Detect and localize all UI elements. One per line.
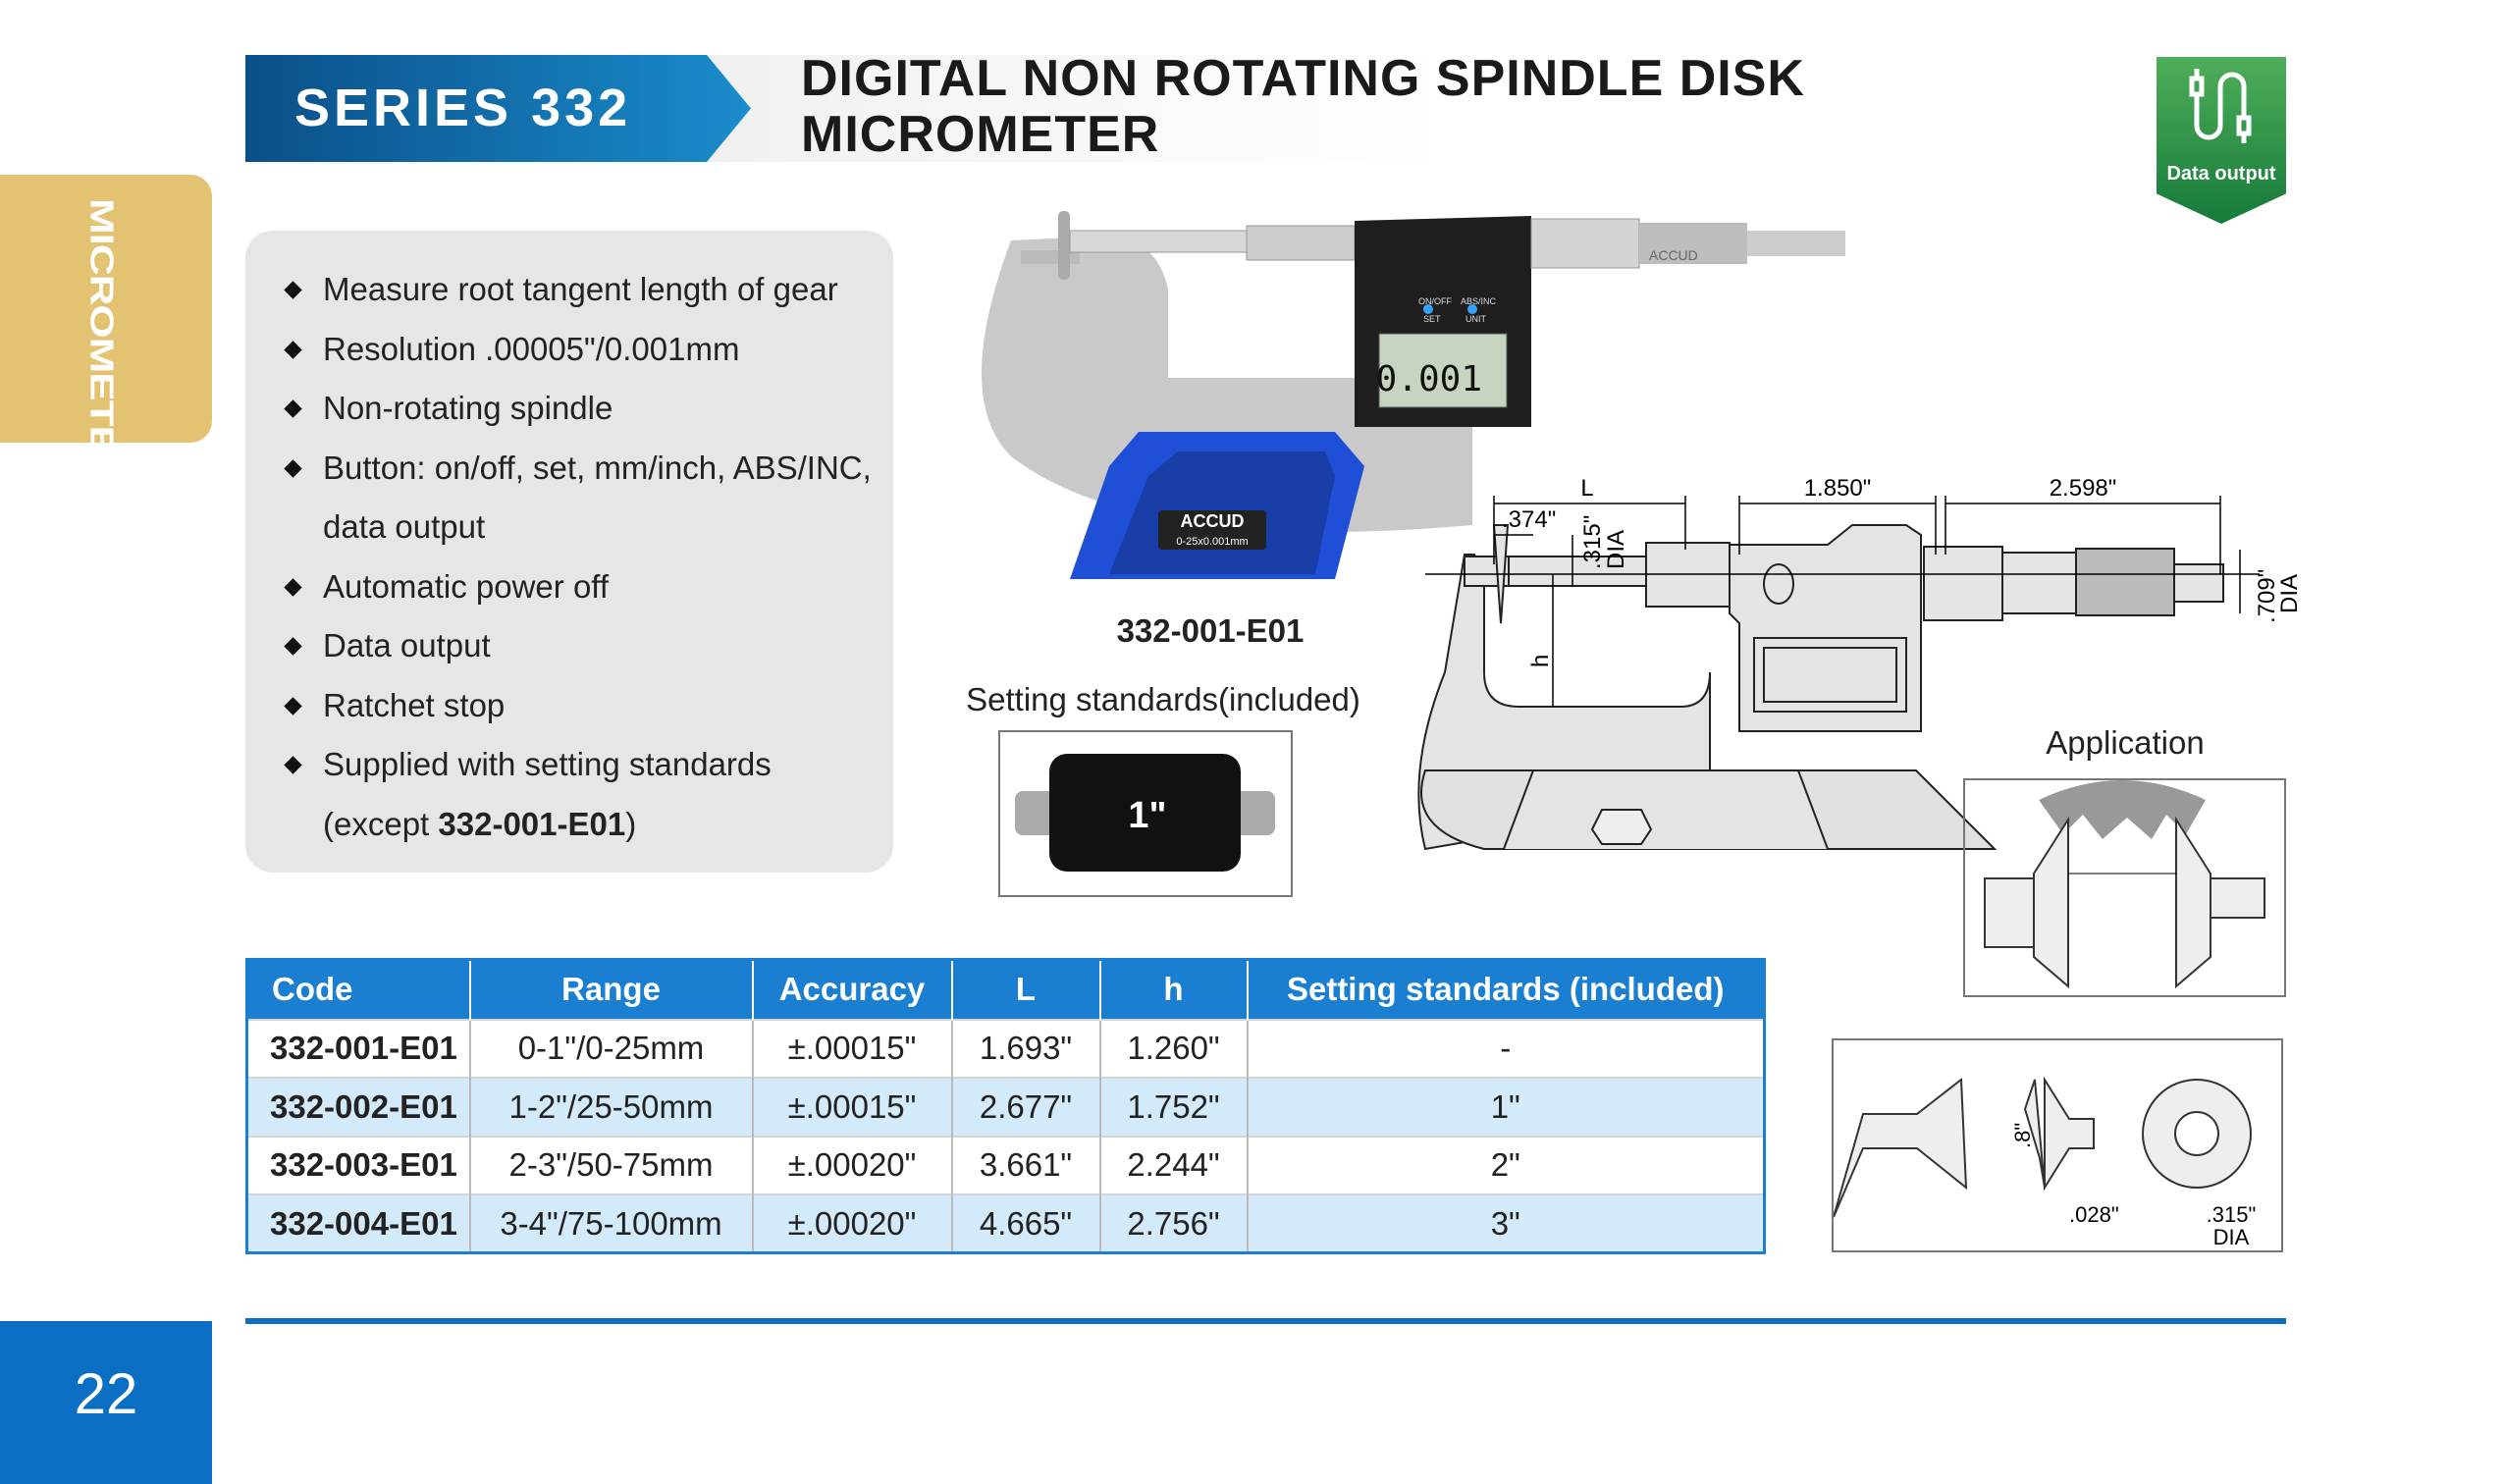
svg-text:ON/OFF: ON/OFF [1418, 296, 1452, 306]
table-cell: 332-001-E01 [246, 1018, 471, 1078]
svg-text:h: h [1527, 655, 1554, 667]
svg-text:2.598": 2.598" [2050, 476, 2117, 502]
svg-text:.374": .374" [1502, 506, 1556, 533]
table-cell: 0-1"/0-25mm [469, 1018, 754, 1078]
col-h: h [1099, 959, 1249, 1020]
svg-text:DIA: DIA [2213, 1225, 2250, 1249]
section-tab-label: MICROMETER [83, 198, 120, 484]
footer-divider [245, 1318, 2286, 1324]
page-number: 22 [0, 1321, 212, 1484]
feature-item: Button: on/off, set, mm/inch, ABS/INC, [284, 439, 893, 499]
table-cell: 1-2"/25-50mm [469, 1077, 754, 1137]
feature-item: Non-rotating spindle [284, 379, 893, 439]
table-cell: ±.00020" [752, 1193, 953, 1253]
page-title: DIGITAL NON ROTATING SPINDLE DISK MICROM… [801, 51, 1805, 163]
cable-icon [2189, 69, 2252, 143]
svg-text:DIA: DIA [2276, 574, 2303, 613]
spec-table: Code Range Accuracy L h Setting standard… [245, 958, 1766, 1254]
svg-text:1.850": 1.850" [1804, 476, 1872, 502]
col-standards: Setting standards (included) [1247, 959, 1766, 1020]
svg-text:DIA: DIA [1603, 530, 1629, 569]
table-cell: - [1247, 1018, 1766, 1078]
series-label: SERIES 332 [245, 55, 751, 162]
svg-text:SET: SET [1423, 314, 1441, 324]
feature-item-continued: data output [323, 508, 486, 545]
feature-item: Supplied with setting standards [284, 735, 893, 795]
table-cell: 2.756" [1099, 1193, 1249, 1253]
badge-label: Data output [2166, 163, 2276, 185]
col-l: L [951, 959, 1101, 1020]
table-cell: ±.00015" [752, 1018, 953, 1078]
lcd-reading: 0.001 [1376, 359, 1482, 399]
micrometer-photo: ACCUD ON/OFF ABS/INC SET UNIT 0.001 ACCU… [982, 211, 1845, 579]
svg-text:.028": .028" [2069, 1202, 2119, 1227]
table-cell: 3" [1247, 1193, 1766, 1253]
table-cell: 3-4"/75-100mm [469, 1193, 754, 1253]
photo-caption: 332-001-E01 [1116, 612, 1305, 649]
table-cell: 2-3"/50-75mm [469, 1135, 754, 1194]
application-label: Application [2046, 724, 2205, 761]
table-cell: 332-002-E01 [246, 1077, 471, 1137]
data-output-badge: Data output [2157, 57, 2286, 224]
col-range: Range [469, 959, 754, 1020]
col-accuracy: Accuracy [752, 959, 953, 1020]
photo-brand: ACCUD [1181, 511, 1245, 531]
svg-text:ABS/INC: ABS/INC [1461, 296, 1497, 306]
feature-item: Ratchet stop [284, 676, 893, 736]
standards-caption: Setting standards(included) [966, 681, 1360, 717]
feature-item: Data output [284, 616, 893, 676]
technical-drawing: L .374" 1.850" 2.598" .315" DIA .709" DI… [1417, 476, 2303, 851]
svg-text:.315": .315" [2207, 1202, 2257, 1227]
standard-size-label: 1" [1128, 795, 1166, 836]
photo-brand-small: ACCUD [1649, 247, 1698, 263]
col-code: Code [246, 959, 471, 1020]
table-header-row: Code Range Accuracy L h Setting standard… [246, 959, 1766, 1020]
table-cell: ±.00020" [752, 1135, 953, 1194]
table-cell: 1.693" [951, 1018, 1101, 1078]
svg-text:0-25x0.001mm: 0-25x0.001mm [1176, 536, 1248, 548]
svg-text:.8": .8" [2010, 1123, 2035, 1148]
svg-text:.709": .709" [2254, 569, 2280, 623]
setting-standard-image: 1" [998, 730, 1293, 897]
svg-text:.315": .315" [1579, 515, 1606, 569]
table-cell: 2.677" [951, 1077, 1101, 1137]
features-box: Measure root tangent length of gear Reso… [245, 231, 893, 873]
application-diagram [1963, 778, 2286, 997]
disk-detail-diagram: .8" .028" .315" DIA [1832, 1038, 2283, 1252]
svg-text:L: L [1580, 476, 1593, 502]
table-cell: 2" [1247, 1135, 1766, 1194]
feature-item-continued: (except 332-001-E01) [323, 805, 637, 842]
section-tab: MICROMETER [0, 175, 212, 484]
table-cell: 1" [1247, 1077, 1766, 1137]
table-cell: 1.752" [1099, 1077, 1249, 1137]
table-cell: 3.661" [951, 1135, 1101, 1194]
feature-item: Resolution .00005"/0.001mm [284, 320, 893, 380]
svg-text:UNIT: UNIT [1465, 314, 1486, 324]
table-cell: 4.665" [951, 1193, 1101, 1253]
feature-item: Automatic power off [284, 557, 893, 617]
table-cell: ±.00015" [752, 1077, 953, 1137]
table-cell: 1.260" [1099, 1018, 1249, 1078]
table-cell: 332-003-E01 [246, 1135, 471, 1194]
title-line-1: DIGITAL NON ROTATING SPINDLE DISK [801, 50, 1805, 107]
title-line-2: MICROMETER [801, 106, 1160, 163]
table-cell: 332-004-E01 [246, 1193, 471, 1253]
table-cell: 2.244" [1099, 1135, 1249, 1194]
feature-item: Measure root tangent length of gear [284, 260, 893, 320]
